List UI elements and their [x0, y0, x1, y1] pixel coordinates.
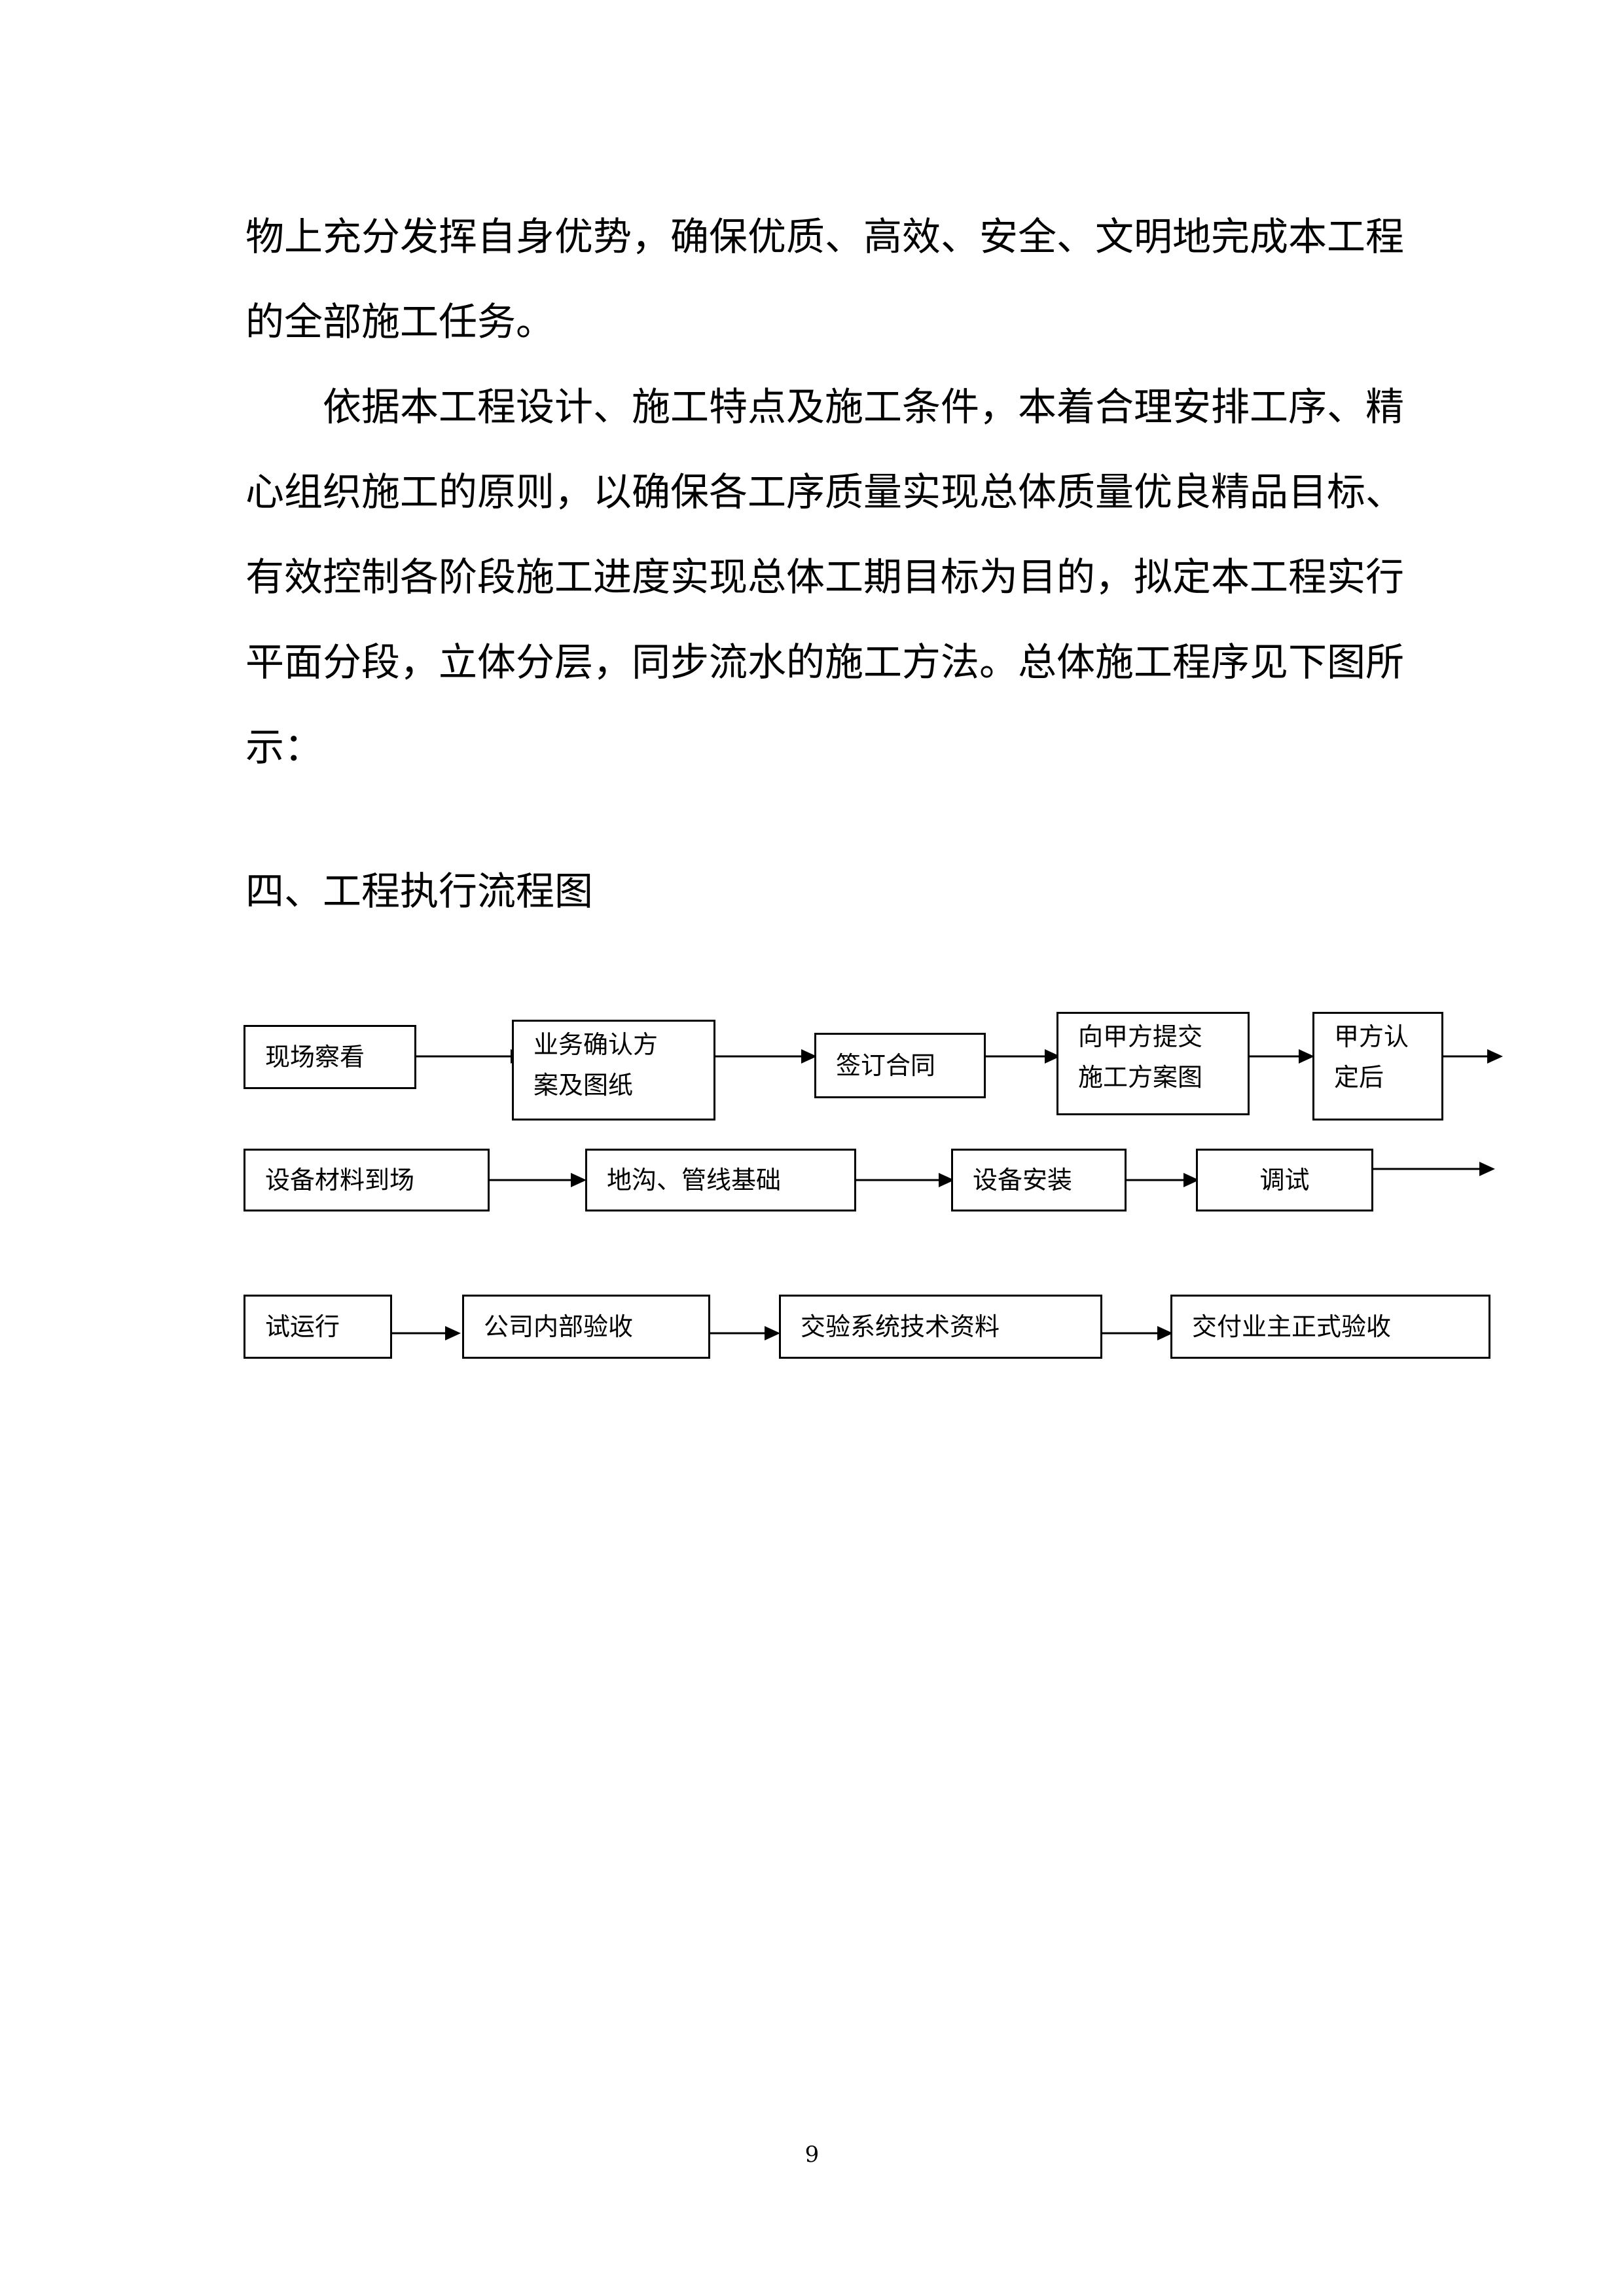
flow-box-internal-acceptance: 公司内部验收: [462, 1295, 710, 1359]
arrowhead-r3-2: [765, 1326, 780, 1340]
arrowhead-r3-1: [445, 1326, 461, 1340]
flow-box-sign-contract: 签订合同: [814, 1033, 986, 1098]
body-line-2: 的全部施工任务。: [245, 299, 555, 344]
flow-box-label-line1: 向甲方提交: [1078, 1022, 1203, 1051]
flow-box-label: 设备材料到场: [265, 1166, 415, 1194]
flow-box-label-line2: 案及图纸: [533, 1071, 634, 1100]
flow-box-label-line1: 甲方认: [1334, 1022, 1409, 1051]
page-number: 9: [804, 2142, 820, 2168]
flow-box-trench-foundation: 地沟、管线基础: [585, 1149, 856, 1211]
flow-box-label: 交验系统技术资料: [801, 1312, 1000, 1341]
body-line-6: 平面分段，立体分层，同步流水的施工方法。总体施工程序见下图所: [245, 639, 1405, 685]
flow-box-label: 交付业主正式验收: [1192, 1312, 1392, 1341]
flow-box-trial-run: 试运行: [244, 1295, 392, 1359]
section-heading: 四、工程执行流程图: [245, 869, 594, 914]
flow-box-submit-scheme: 向甲方提交 施工方案图: [1056, 1012, 1250, 1115]
flow-box-submit-documents: 交验系统技术资料: [779, 1295, 1102, 1359]
flow-box-label: 公司内部验收: [484, 1312, 634, 1341]
flow-box-label-line1: 业务确认方: [533, 1030, 659, 1059]
flow-box-owner-acceptance: 交付业主正式验收: [1170, 1295, 1490, 1359]
arrowhead-r1-out: [1487, 1049, 1503, 1064]
body-line-3: 依据本工程设计、施工特点及施工条件，本着合理安排工序、精: [323, 384, 1405, 429]
flow-box-label: 试运行: [265, 1312, 340, 1341]
flow-box-site-survey: 现场察看: [244, 1025, 416, 1089]
arrowhead-r2-1: [571, 1173, 586, 1187]
flow-box-confirm-plan: 业务确认方 案及图纸: [512, 1020, 715, 1121]
body-line-4: 心组织施工的原则，以确保各工序质量实现总体质量优良精品目标、: [245, 469, 1405, 514]
flow-box-label: 现场察看: [265, 1043, 365, 1071]
flow-box-materials-arrive: 设备材料到场: [244, 1149, 490, 1211]
flow-box-commissioning: 调试: [1196, 1149, 1373, 1211]
flow-box-label: 调试: [1259, 1166, 1310, 1194]
body-line-7: 示：: [245, 725, 323, 770]
flow-box-label: 设备安装: [973, 1166, 1073, 1194]
flow-box-equipment-install: 设备安装: [951, 1149, 1127, 1211]
flow-box-client-approval: 甲方认 定后: [1312, 1012, 1443, 1121]
flow-box-label-line2: 定后: [1334, 1063, 1384, 1092]
flow-box-label: 地沟、管线基础: [607, 1166, 782, 1194]
body-line-5: 有效控制各阶段施工进度实现总体工期目标为目的，拟定本工程实行: [245, 554, 1405, 600]
body-line-1: 物上充分发挥自身优势，确保优质、高效、安全、文明地完成本工程: [245, 214, 1405, 259]
flow-box-label: 签订合同: [836, 1051, 936, 1080]
arrowhead-r2-out: [1479, 1162, 1495, 1176]
flow-box-label-line2: 施工方案图: [1078, 1063, 1203, 1092]
